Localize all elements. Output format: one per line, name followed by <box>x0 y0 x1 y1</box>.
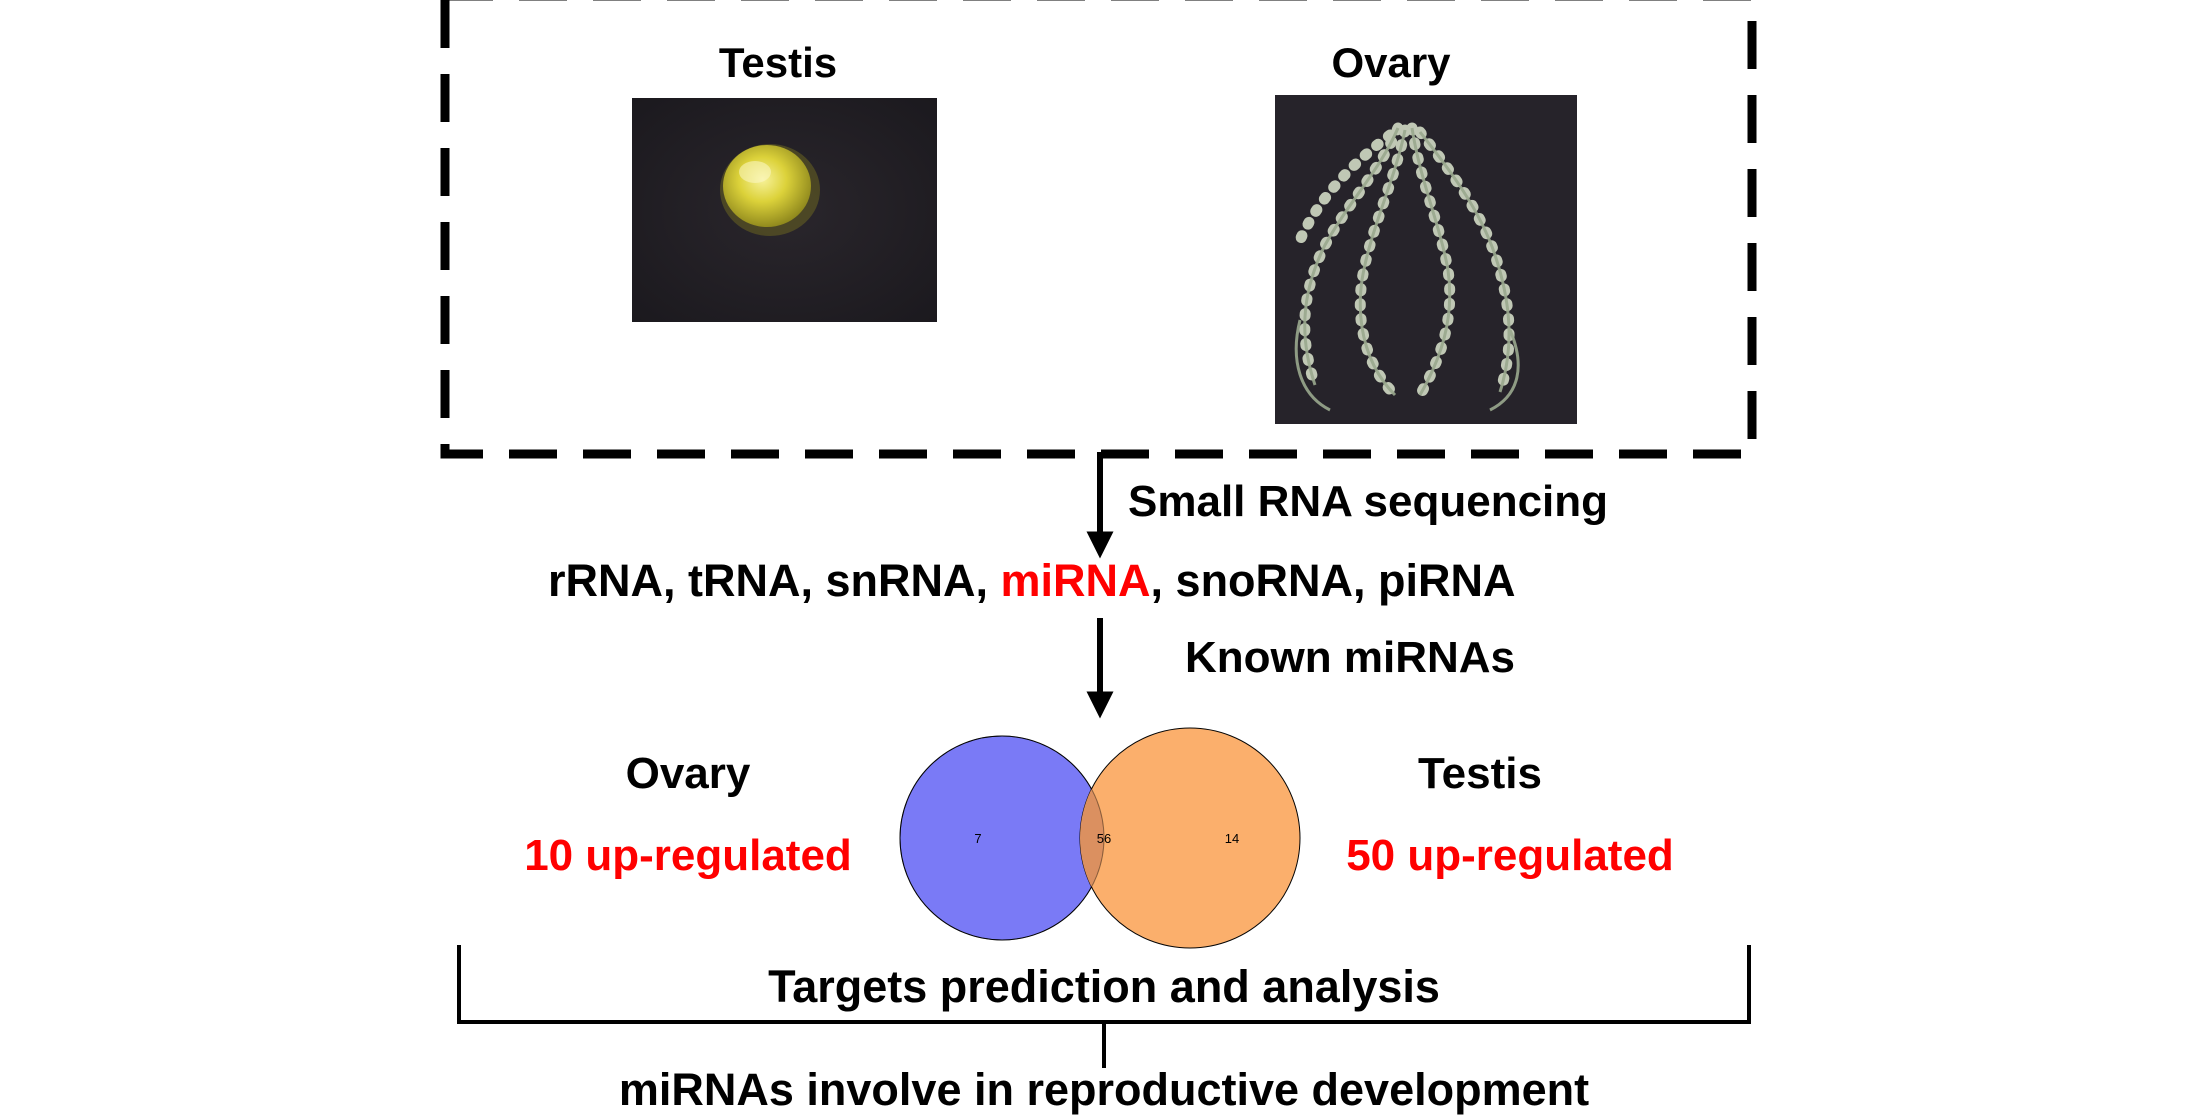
venn-overlap-count: 56 <box>1097 831 1111 846</box>
venn-circle-testis <box>1079 727 1301 949</box>
targets-prediction-label: Targets prediction and analysis <box>768 961 1440 1012</box>
step-small-rna-sequencing: Small RNA sequencing <box>1128 477 1608 526</box>
ovary-photo <box>1275 95 1577 424</box>
rna-types-part2: , snoRNA, piRNA <box>1151 555 1516 606</box>
ovary-photo-label: Ovary <box>1331 39 1451 86</box>
rna-types-list: rRNA, tRNA, snRNA, miRNA, snoRNA, piRNA <box>548 555 1516 606</box>
testis-photo-label: Testis <box>719 39 837 86</box>
venn-ovary-only-count: 7 <box>974 831 981 846</box>
venn-diagram: 7 56 14 <box>899 727 1301 949</box>
conclusion-label: miRNAs involve in reproductive developme… <box>619 1064 1589 1115</box>
venn-testis-upregulated: 50 up-regulated <box>1346 831 1674 880</box>
venn-ovary-title: Ovary <box>626 749 751 798</box>
venn-testis-only-count: 14 <box>1225 831 1239 846</box>
rna-types-mirna-highlight: miRNA <box>1001 555 1151 606</box>
venn-testis-title: Testis <box>1418 749 1542 798</box>
venn-ovary-upregulated: 10 up-regulated <box>524 831 852 880</box>
step-known-mirnas: Known miRNAs <box>1185 633 1515 682</box>
rna-types-part1: rRNA, tRNA, snRNA, <box>548 555 1001 606</box>
testis-photo <box>632 98 937 322</box>
venn-circle-ovary <box>899 735 1105 941</box>
sample-dashed-box <box>440 0 1757 459</box>
